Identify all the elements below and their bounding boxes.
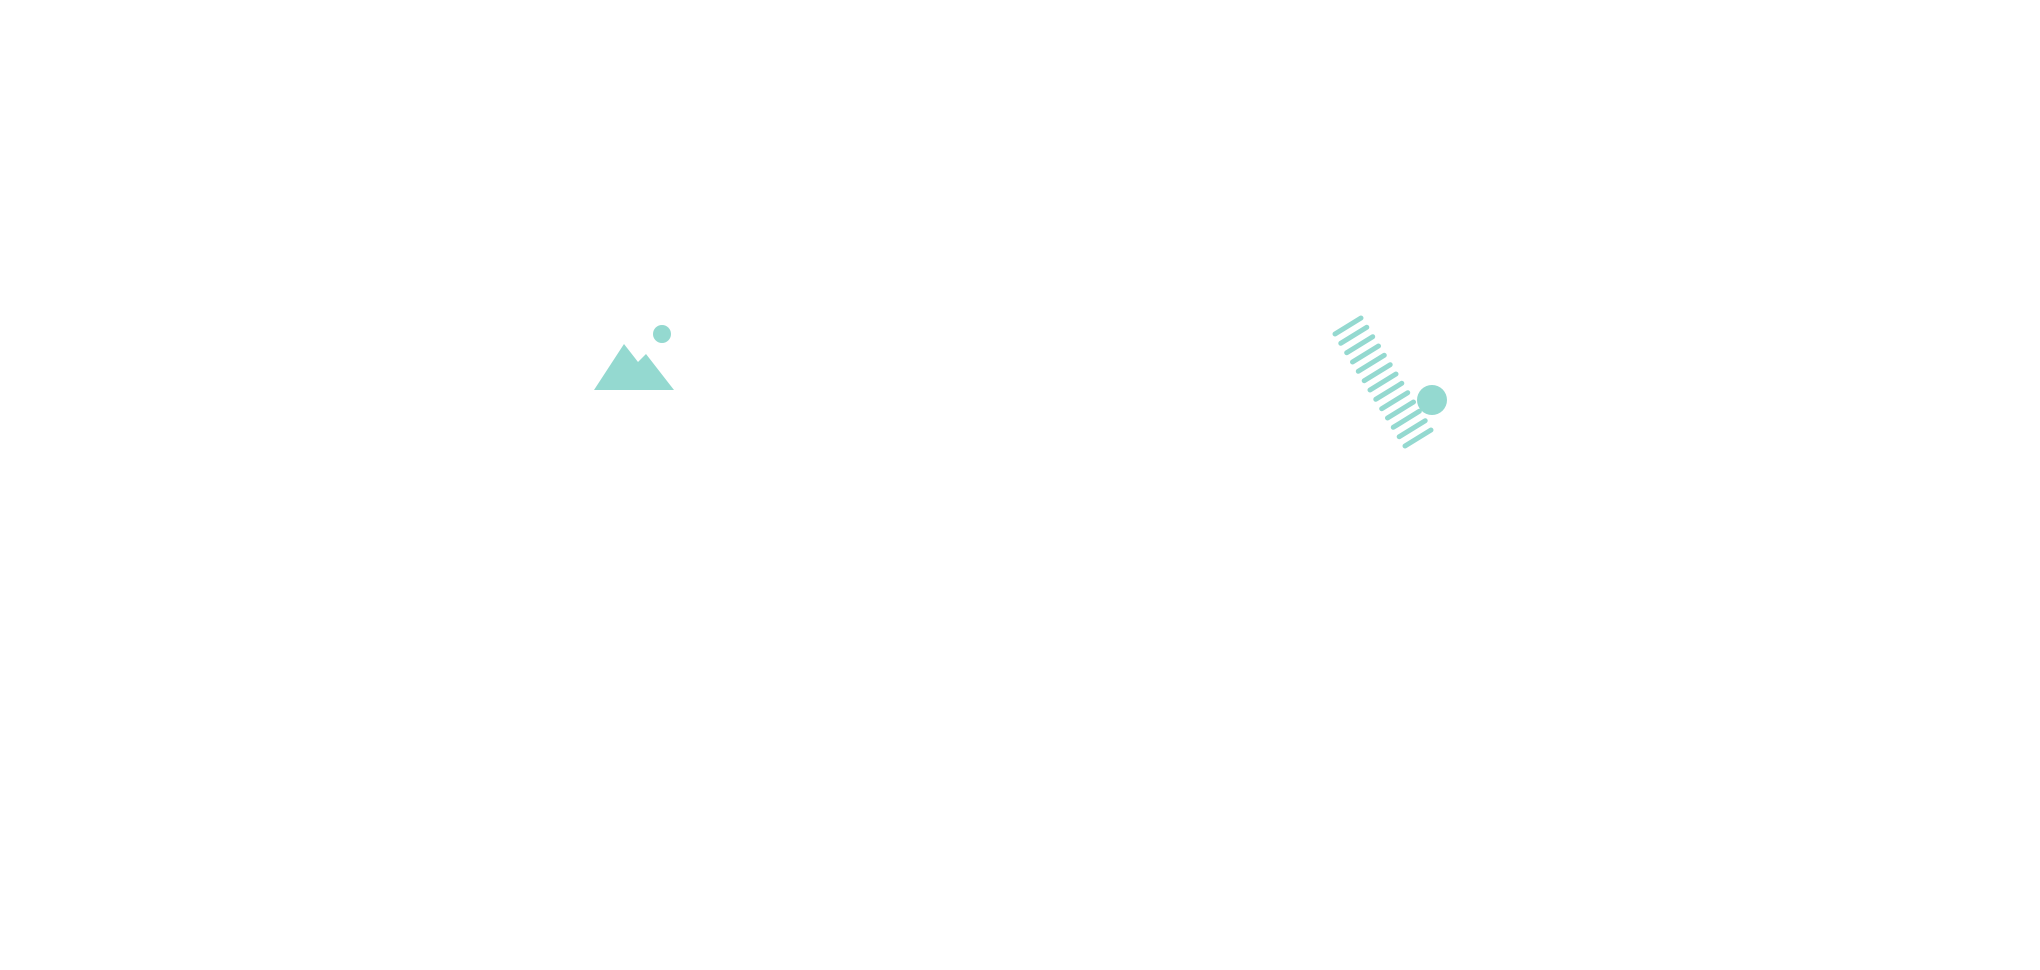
ruler-stripe — [1390, 408, 1422, 430]
ruler-stripe — [1402, 427, 1434, 449]
ruler-stripe — [1367, 371, 1399, 393]
ruler-stripe — [1379, 390, 1411, 412]
ruler-stripe — [1338, 324, 1370, 346]
ruler-stripe — [1361, 362, 1393, 384]
mountain-sun-icon — [653, 325, 671, 343]
mountain-peaks-icon — [594, 344, 674, 390]
ruler-stripe — [1355, 352, 1387, 374]
dot-icon — [1417, 385, 1447, 415]
ruler-stripe — [1373, 380, 1405, 402]
ruler-stripe — [1385, 399, 1416, 421]
ruler-stripe — [1396, 418, 1428, 440]
hatched-ruler-icon — [1332, 315, 1434, 449]
mountain-image-icon — [594, 325, 674, 390]
ruler-stripe — [1344, 334, 1376, 356]
ruler-stripe — [1350, 343, 1381, 365]
ruler-stripe — [1332, 315, 1364, 337]
